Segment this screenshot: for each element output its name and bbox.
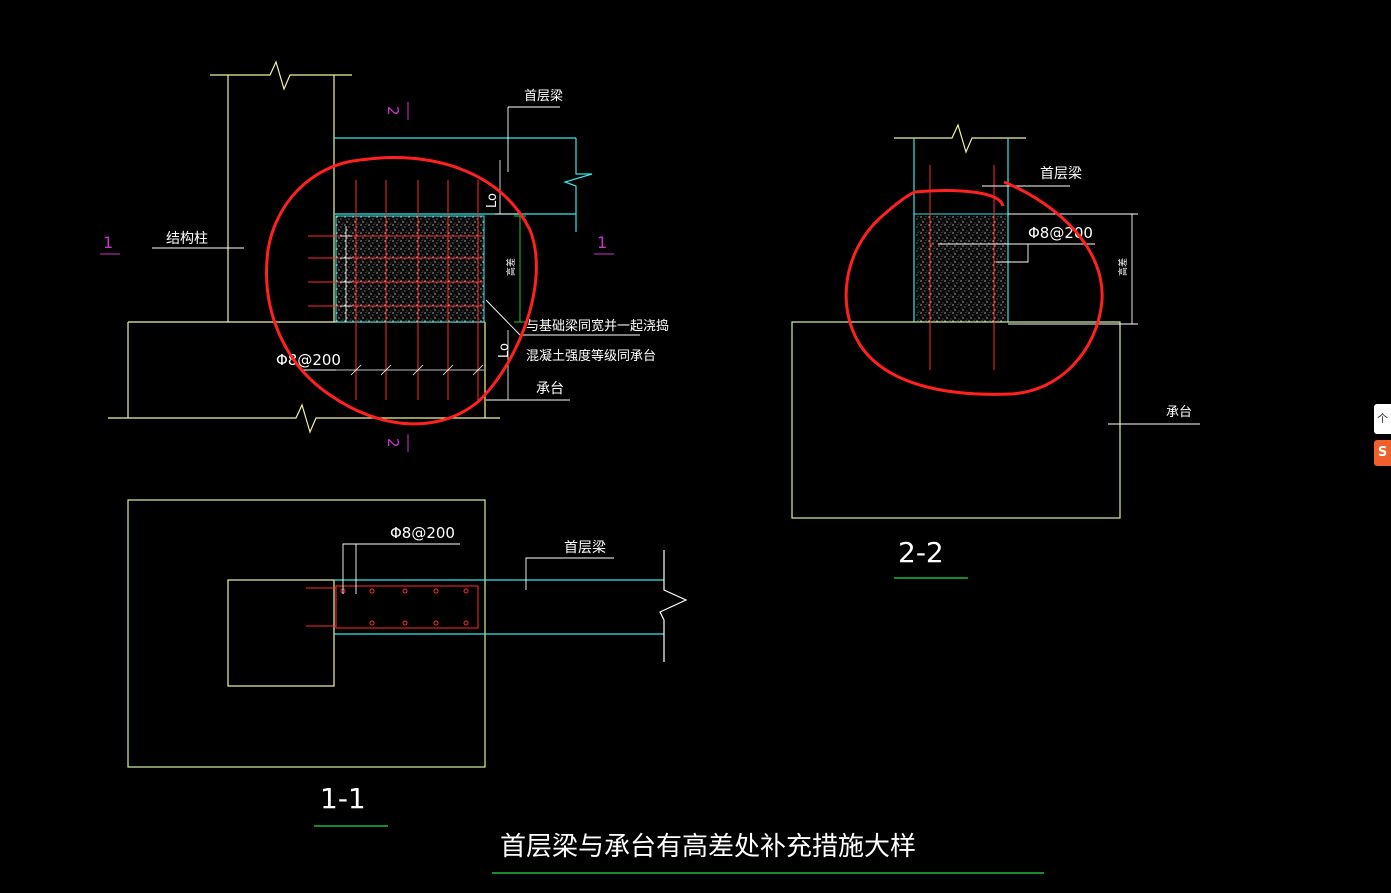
label-first-beam-1-1: 首层梁	[564, 540, 606, 556]
label-height-2-2: 高差	[1117, 258, 1129, 276]
section-mark-left: 1	[103, 233, 113, 252]
section-mark-right: 1	[597, 233, 607, 252]
search-icon[interactable]: 个	[1374, 404, 1391, 434]
annotation-circle-left	[265, 156, 538, 426]
section-mark-top: 2	[384, 106, 402, 116]
logo-icon[interactable]: S	[1374, 440, 1391, 466]
side-widget[interactable]: 个 S	[1374, 404, 1391, 468]
annotation-circle-right	[844, 180, 1104, 396]
label-note-line2: 混凝土强度等级同承台	[526, 348, 656, 364]
section-2-2-view: 首层梁 Φ8@200 高差 承台 2-2	[791, 123, 1200, 579]
leader-lines	[152, 106, 640, 401]
label-cap-2-2: 承台	[1166, 405, 1192, 420]
label-rebar: Φ8@200	[276, 351, 341, 369]
drawing-title: 首层梁与承台有高差处补充措施大样	[500, 832, 916, 862]
pile-cap-2-2	[791, 321, 1121, 519]
label-height: 高差	[505, 258, 517, 276]
rebar-vertical	[355, 180, 479, 400]
section-1-1-view: Φ8@200 首层梁 1-1	[127, 499, 688, 827]
label-rebar-1-1: Φ8@200	[390, 524, 455, 542]
elevation-view: 1 1 2 2 结构柱 首层梁 Lo Lo 高差 与基础梁同宽并一起浇捣 混凝土…	[100, 60, 669, 452]
label-first-beam-2-2: 首层梁	[1040, 166, 1082, 182]
label-lo-lower: Lo	[497, 343, 512, 358]
label-cap: 承台	[536, 381, 564, 397]
section-title-1-1: 1-1	[320, 782, 366, 815]
label-lo-upper: Lo	[485, 193, 500, 208]
section-title-2-2: 2-2	[898, 536, 944, 569]
label-rebar-2-2: Φ8@200	[1028, 224, 1093, 242]
first-floor-beam	[334, 137, 593, 232]
pile-column	[210, 60, 352, 322]
section-mark-bottom: 2	[384, 438, 402, 448]
label-first-beam: 首层梁	[524, 89, 563, 104]
section-marks	[100, 102, 614, 452]
concrete-infill-2-2	[916, 216, 1006, 322]
rebar-horizontal	[308, 235, 484, 307]
concrete-infill	[335, 215, 485, 323]
height-dimension	[514, 215, 526, 323]
pile-cap	[108, 321, 500, 434]
label-note-line1: 与基础梁同宽并一起浇捣	[526, 318, 669, 334]
dimension-lines	[336, 160, 520, 400]
label-pile: 结构柱	[166, 231, 208, 247]
